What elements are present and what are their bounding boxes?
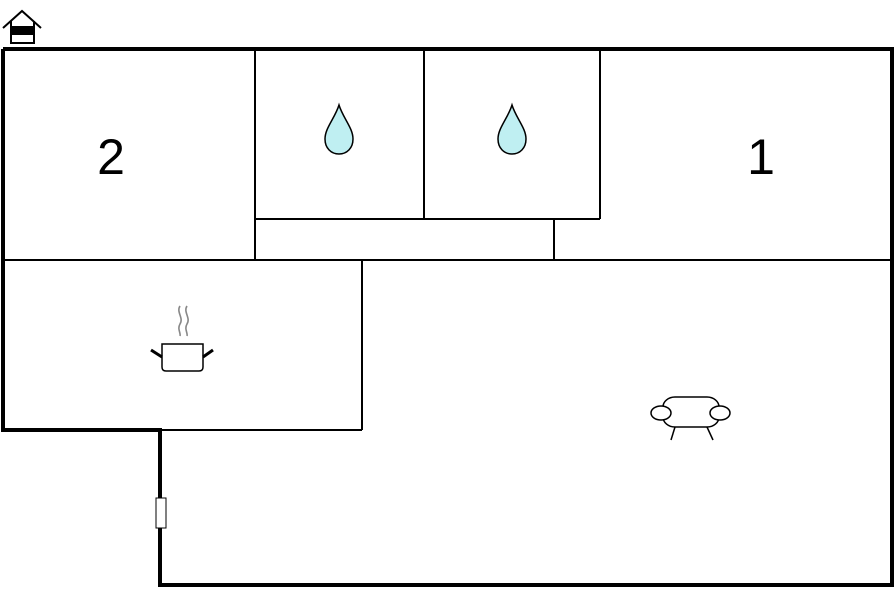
interior-walls bbox=[3, 49, 892, 431]
house-icon bbox=[2, 9, 42, 44]
water-drop-icon bbox=[497, 102, 527, 155]
exterior-walls bbox=[1, 47, 894, 587]
water-drop-icon bbox=[324, 102, 354, 155]
room-number-2: 2 bbox=[97, 129, 125, 185]
sofa-icon bbox=[650, 396, 731, 441]
door-icon bbox=[155, 497, 167, 529]
outer-wall bbox=[1, 47, 894, 587]
cooking-pot-icon bbox=[150, 305, 214, 372]
room-number-1: 1 bbox=[747, 129, 775, 185]
